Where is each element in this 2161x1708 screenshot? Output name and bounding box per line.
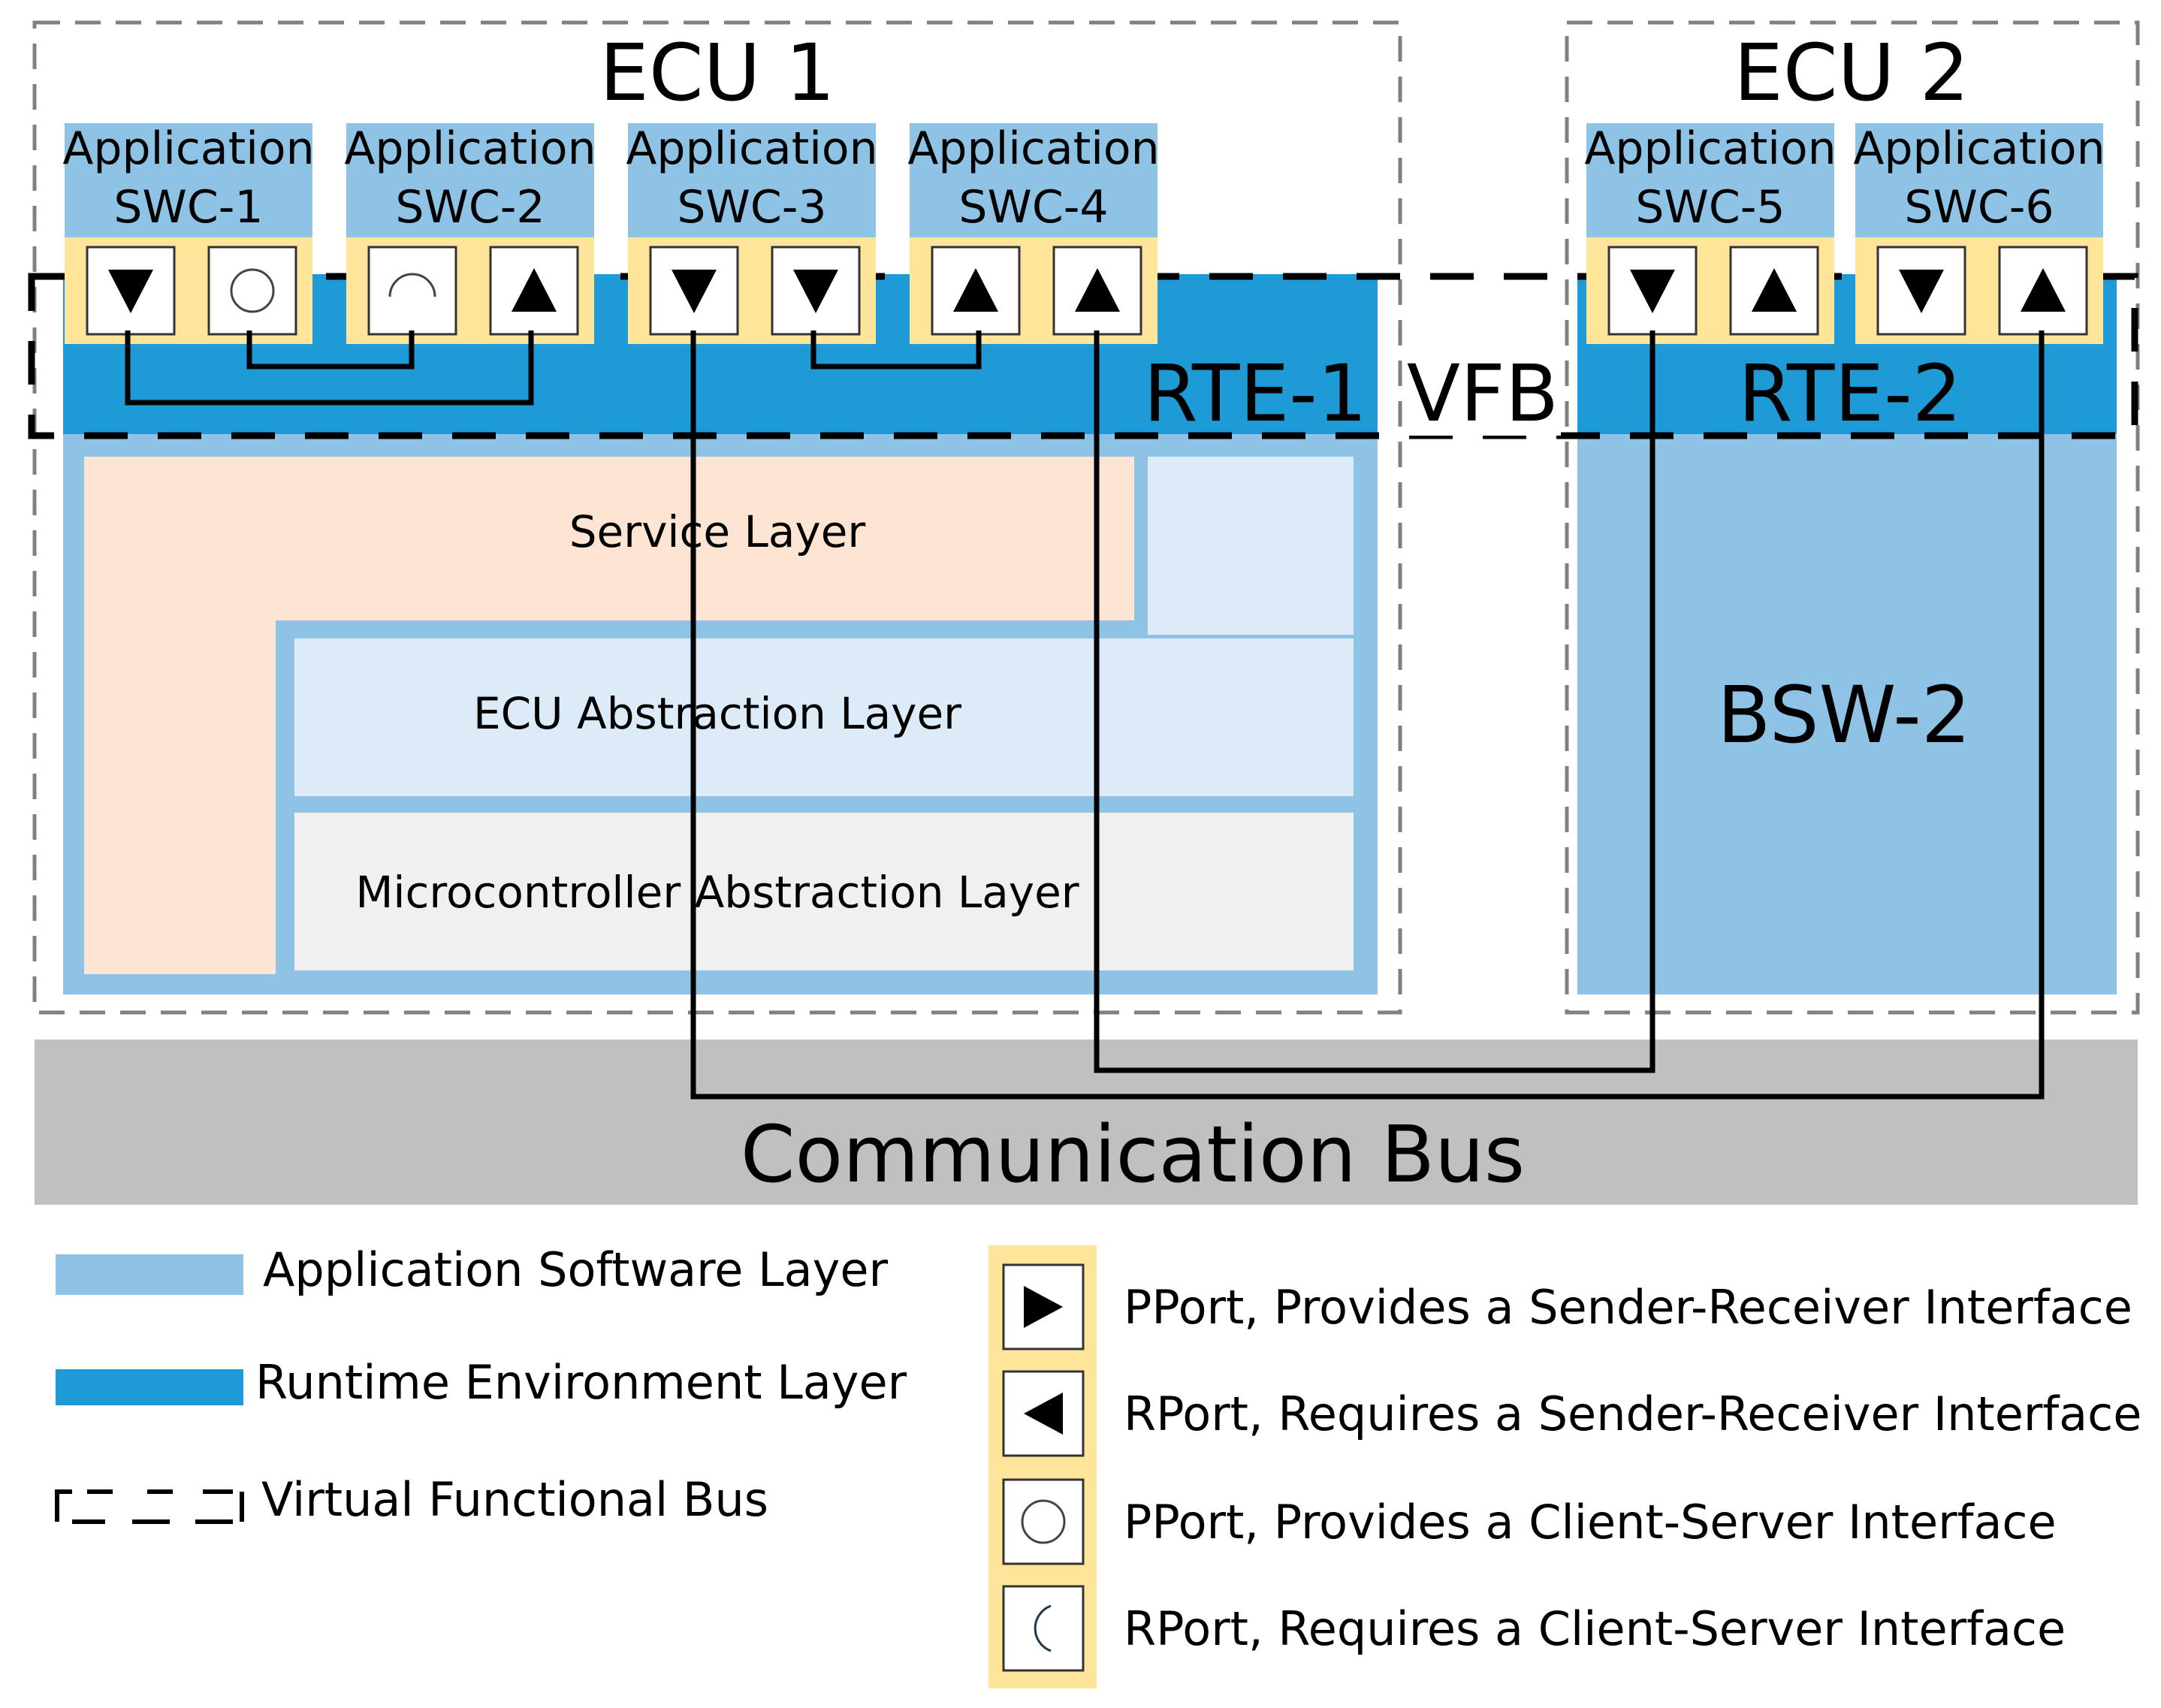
triangle-left-icon <box>1024 1393 1063 1435</box>
swc-body <box>1586 123 1834 237</box>
legend-app-swatch <box>56 1254 243 1295</box>
legend-port-box <box>1002 1585 1085 1672</box>
legend-port-label: RPort, Requires a Client-Server Interfac… <box>1124 1601 2066 1656</box>
swc-body <box>628 123 876 237</box>
ecu2-title: ECU 2 <box>1734 27 1969 119</box>
legend-vfb-swatch <box>55 1489 244 1524</box>
swc-id: SWC-4 <box>958 181 1108 234</box>
legend-port-item-4: RPort, Requires a Client-Server Interfac… <box>1002 1585 2066 1672</box>
connection-swc3-bus-swc6 <box>690 330 2045 1100</box>
connection-swc1-swc2-cs <box>246 330 415 370</box>
triangle-down-icon <box>1630 270 1675 313</box>
swc-title: Application <box>1853 122 2105 175</box>
swc-body <box>910 123 1157 237</box>
ecu1-title: ECU 1 <box>599 27 835 119</box>
legend-port-items: PPort, Provides a Sender-Receiver Interf… <box>1002 1263 2141 1672</box>
port-box[interactable] <box>367 246 457 336</box>
triangle-down-icon <box>672 270 717 313</box>
swc-id: SWC-2 <box>395 181 545 234</box>
rte2-label: RTE-2 <box>1738 348 1962 439</box>
mcal-label: Microcontroller Abstraction Layer <box>355 867 1079 918</box>
triangle-up-icon <box>1752 268 1797 312</box>
ecu-abstraction-label: ECU Abstraction Layer <box>473 688 961 739</box>
vfb-label: VFB <box>1407 348 1559 439</box>
circle-icon <box>1021 1499 1066 1544</box>
swc-group: ApplicationSWC-1ApplicationSWC-2Applicat… <box>62 122 2105 344</box>
legend-port-label: RPort, Requires a Sender-Receiver Interf… <box>1124 1387 2141 1441</box>
circle-icon <box>230 268 275 313</box>
legend-rte-swatch <box>56 1369 243 1405</box>
swc-id: SWC-1 <box>113 181 263 234</box>
mcal-layer <box>294 813 1354 970</box>
bsw2-label: BSW-2 <box>1717 669 1971 761</box>
ecu-abstraction-layer <box>294 638 1354 796</box>
bus-label: Communication Bus <box>741 1109 1525 1200</box>
swc-title: Application <box>62 122 314 175</box>
port-box[interactable] <box>207 246 297 336</box>
swc-id: SWC-6 <box>1904 181 2054 234</box>
connection-swc1-swc2-sr <box>125 330 534 406</box>
swc-title: Application <box>344 122 596 175</box>
legend-app-label: Application Software Layer <box>263 1242 889 1297</box>
legend-port-item-2: RPort, Requires a Sender-Receiver Interf… <box>1002 1370 2141 1457</box>
service-layer <box>84 457 1134 974</box>
legend-port-item-1: PPort, Provides a Sender-Receiver Interf… <box>1002 1263 2132 1350</box>
service-layer-label: Service Layer <box>569 506 866 557</box>
rte1-label: RTE-1 <box>1143 348 1367 439</box>
legend-rte-label: Runtime Environment Layer <box>255 1355 907 1410</box>
swc-title: Application <box>626 122 877 175</box>
swc-body <box>65 123 312 237</box>
legend-port-label: PPort, Provides a Sender-Receiver Interf… <box>1124 1280 2132 1335</box>
connection-swc4-bus-swc5 <box>1094 330 1655 1073</box>
legend-port-label: PPort, Provides a Client-Server Interfac… <box>1124 1495 2057 1550</box>
port-box[interactable] <box>86 246 176 336</box>
triangle-up-icon <box>2021 268 2066 312</box>
connections <box>125 330 2045 1100</box>
triangle-down-icon <box>793 270 838 313</box>
vfb-label-bg <box>1405 353 1561 436</box>
legend-vfb-label: Virtual Functional Bus <box>261 1472 768 1527</box>
triangle-up-icon <box>953 268 998 312</box>
triangle-up-icon <box>1075 268 1120 312</box>
arc-icon <box>1034 1604 1052 1652</box>
communication-bus <box>35 1040 2138 1205</box>
ecu2-boundary <box>1565 20 2140 1015</box>
ecu2-bsw-container <box>1577 434 2117 994</box>
legend-port-item-3: PPort, Provides a Client-Server Interfac… <box>1002 1478 2057 1565</box>
service-right-fill <box>1148 457 1354 635</box>
connection-swc3-swc4 <box>810 330 982 370</box>
triangle-down-icon <box>1899 270 1944 313</box>
swc-body <box>346 123 594 237</box>
swc-title: Application <box>907 122 1159 175</box>
swc-id: SWC-3 <box>677 181 826 234</box>
arc-icon <box>388 273 436 297</box>
triangle-right-icon <box>1024 1286 1063 1328</box>
port-box[interactable] <box>1607 246 1698 336</box>
triangle-up-icon <box>512 268 557 312</box>
triangle-down-icon <box>108 270 153 313</box>
legend-port-box <box>1002 1478 1085 1565</box>
port-box[interactable] <box>931 246 1021 336</box>
swc-id: SWC-5 <box>1635 181 1785 234</box>
swc-title: Application <box>1584 122 1836 175</box>
swc-body <box>1855 123 2103 237</box>
